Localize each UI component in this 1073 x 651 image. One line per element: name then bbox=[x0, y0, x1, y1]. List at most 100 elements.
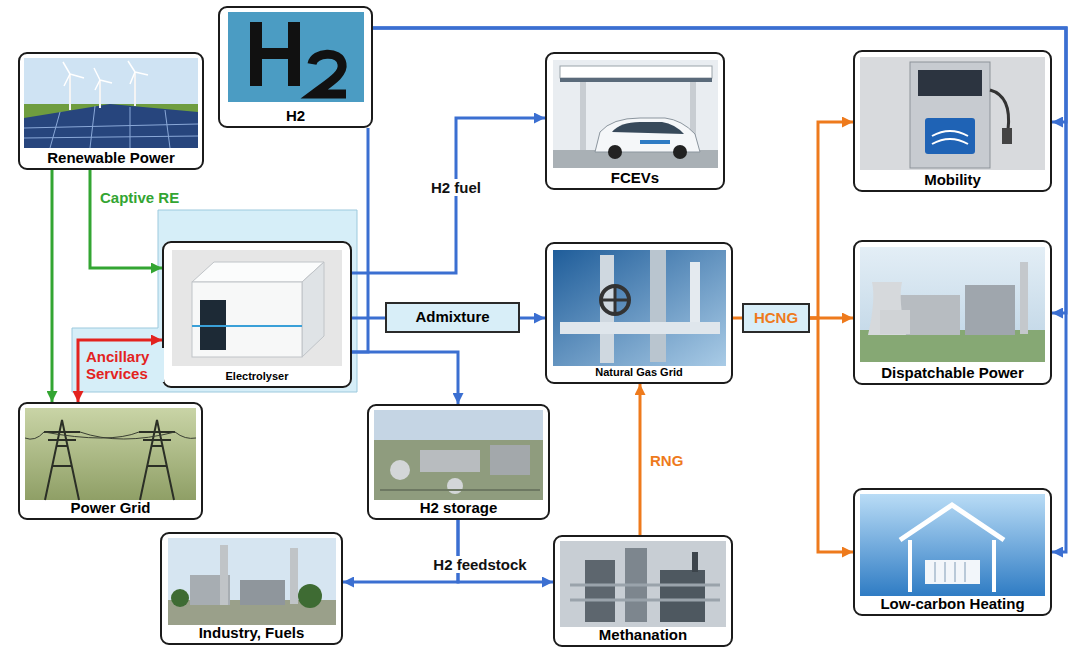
industry-picture-shape bbox=[240, 580, 285, 605]
electrolyser-picture-shape bbox=[192, 325, 302, 327]
heating-picture-shape bbox=[925, 560, 980, 584]
fcev-picture-shape bbox=[560, 78, 712, 82]
cng-pump-picture-shape bbox=[1002, 128, 1012, 144]
flow-arrow bbox=[90, 170, 162, 268]
node-label: Electrolyser bbox=[224, 369, 291, 386]
flow-arrow bbox=[373, 28, 1066, 552]
use-box: Dispatchable Power bbox=[853, 240, 1052, 385]
flow-label: H2 feedstock bbox=[431, 556, 528, 573]
flow-label: Captive RE bbox=[98, 189, 181, 206]
storage-picture bbox=[374, 410, 543, 500]
storage-picture-shape bbox=[390, 460, 410, 480]
h2-logo-shape bbox=[262, 48, 288, 59]
industry-picture-shape bbox=[168, 538, 336, 625]
node-label: Industry, Fuels bbox=[197, 624, 307, 643]
heating-picture bbox=[860, 494, 1045, 596]
flow-arrow bbox=[343, 520, 458, 582]
industry-picture-shape bbox=[171, 589, 189, 607]
storage-picture-shape bbox=[374, 410, 543, 440]
methanation-picture-shape bbox=[585, 560, 615, 622]
node-label: Renewable Power bbox=[45, 149, 177, 168]
electrolyser-picture-shape bbox=[192, 262, 324, 282]
fcev-picture-shape bbox=[560, 66, 712, 78]
box-grounds-shape bbox=[853, 488, 1052, 616]
node-label: Mobility bbox=[922, 171, 983, 190]
node-label: H2 storage bbox=[418, 499, 500, 518]
flow-arrow bbox=[458, 520, 553, 582]
methanation-picture-shape bbox=[660, 570, 705, 622]
node-label: Methanation bbox=[597, 626, 689, 645]
node-label: Admixture bbox=[413, 308, 491, 327]
box-grounds-shape bbox=[160, 532, 343, 645]
renewable-picture-shape bbox=[24, 104, 198, 148]
power-grid-picture bbox=[25, 408, 196, 500]
box-grounds-shape bbox=[545, 242, 733, 384]
box-grounds-shape bbox=[553, 535, 733, 647]
node-label: FCEVs bbox=[609, 169, 661, 188]
renewable-picture-shape bbox=[24, 104, 198, 148]
industry-picture-shape bbox=[298, 584, 322, 608]
node-label: Natural Gas Grid bbox=[593, 365, 684, 382]
flow-tag: HCNG bbox=[742, 303, 810, 333]
use-box: Industry, Fuels bbox=[160, 532, 343, 645]
methanation-picture-shape bbox=[560, 541, 726, 627]
box-grounds-shape bbox=[18, 52, 204, 170]
fcev-picture-shape bbox=[673, 145, 687, 159]
box-grounds-shape bbox=[853, 50, 1052, 192]
flow-arrow bbox=[373, 28, 1066, 313]
flow-arrow bbox=[520, 317, 545, 320]
flow-arrow bbox=[373, 28, 1066, 122]
power-plant-picture bbox=[860, 247, 1045, 362]
heating-picture-shape bbox=[900, 505, 1004, 540]
power-grid-picture-shape bbox=[139, 420, 175, 500]
industry-picture-shape bbox=[220, 545, 228, 605]
storage-picture-shape bbox=[447, 478, 463, 494]
hydrogen-box: H2 bbox=[218, 6, 373, 128]
power-plant-picture-shape bbox=[965, 285, 1015, 335]
node-label: Low-carbon Heating bbox=[878, 595, 1026, 614]
box-grounds-shape bbox=[853, 240, 1052, 385]
renewable-picture-shape bbox=[24, 58, 198, 148]
fcev-picture bbox=[553, 60, 718, 168]
cng-pump-picture-shape bbox=[932, 131, 968, 144]
renewable-picture-shape bbox=[63, 61, 148, 90]
grid-box: Power Grid bbox=[18, 402, 203, 520]
storage-picture-shape bbox=[490, 445, 530, 475]
gas-grid-picture-shape bbox=[601, 286, 629, 314]
fcev-picture-shape bbox=[580, 82, 586, 150]
electrolyser-panel-shape bbox=[72, 210, 357, 392]
fcev-picture-shape bbox=[612, 122, 684, 134]
source-box: Renewable Power bbox=[18, 52, 204, 170]
h2-logo-shape bbox=[228, 12, 364, 102]
flow-arrow bbox=[733, 317, 742, 320]
cng-pump-picture-shape bbox=[990, 90, 1009, 130]
flow-arrow bbox=[810, 318, 853, 552]
gas-grid-box: Natural Gas Grid bbox=[545, 242, 733, 384]
methanation-picture-shape bbox=[570, 585, 720, 600]
h2-logo bbox=[228, 12, 364, 102]
electrolyser-picture bbox=[172, 250, 342, 366]
heating-picture-shape bbox=[910, 540, 994, 592]
electrolyser-picture-shape bbox=[172, 250, 342, 366]
h2-logo-shape bbox=[312, 54, 346, 94]
flow-tag: Admixture bbox=[385, 302, 520, 333]
electrolyser-picture-shape bbox=[192, 282, 302, 357]
flow-label: H2 fuel bbox=[429, 179, 483, 196]
renewable-picture-shape bbox=[24, 106, 198, 148]
fcev-picture-shape bbox=[608, 145, 622, 159]
fcev-picture-shape bbox=[640, 140, 670, 144]
box-grounds-shape bbox=[18, 402, 203, 520]
process-box: Methanation bbox=[553, 535, 733, 647]
cng-pump-picture-shape bbox=[925, 118, 975, 154]
gas-grid-picture-shape bbox=[650, 250, 666, 362]
storage-picture-shape bbox=[420, 450, 480, 472]
gas-grid-picture-shape bbox=[601, 286, 629, 314]
box-grounds bbox=[18, 6, 1052, 647]
electrolyser-panel bbox=[72, 210, 357, 392]
flow-label: RNG bbox=[648, 452, 685, 469]
flow-arrow bbox=[352, 352, 458, 404]
box-grounds-shape bbox=[545, 52, 725, 190]
industry-picture-shape bbox=[290, 548, 298, 604]
cng-pump-picture-shape bbox=[910, 62, 990, 168]
